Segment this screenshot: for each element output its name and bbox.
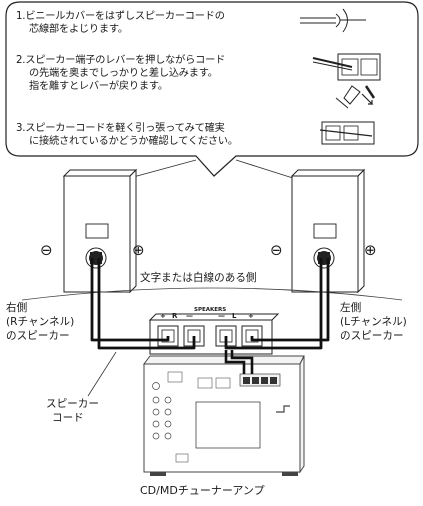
step-2-line-2: の先端を奥までしっかりと差し込みます。 bbox=[29, 68, 218, 79]
speaker-cord-left-channel bbox=[224, 258, 330, 350]
insert-wire-illustration bbox=[312, 53, 381, 109]
twisted-wire-illustration bbox=[300, 8, 366, 33]
speaker-left-cabinet bbox=[62, 168, 138, 294]
terminal-mark-r: R bbox=[172, 312, 178, 320]
right-channel-label-line-2: (Rチャンネル) bbox=[6, 316, 75, 328]
terminal-mark-plus-r: + bbox=[160, 312, 166, 320]
step-1-line-2: 芯線部をよじります。 bbox=[29, 24, 128, 35]
right-speaker-minus-icon: ⊖ bbox=[270, 241, 283, 259]
instruction-balloon bbox=[5, 1, 419, 177]
step-2-line-1: 2.スピーカー端子のレバーを押しながらコード bbox=[16, 55, 226, 66]
terminal-mark-l: L bbox=[232, 312, 237, 320]
magnified-terminal-outline bbox=[21, 287, 403, 301]
left-channel-label-line-2: (Lチャンネル) bbox=[340, 316, 407, 328]
right-channel-label-line-1: 右側 bbox=[6, 302, 28, 314]
right-speaker-plus-icon: ⊕ bbox=[364, 241, 377, 259]
left-speaker-plus-icon: ⊕ bbox=[132, 241, 145, 259]
wire-marking-note: 文字または白線のある側 bbox=[140, 272, 257, 284]
left-channel-label-line-1: 左側 bbox=[340, 302, 362, 314]
unit-caption: CD/MDチューナーアンプ bbox=[140, 484, 265, 497]
cord-label-leader bbox=[87, 351, 117, 397]
cord-to-amplifier-2 bbox=[230, 350, 254, 374]
terminal-panel-title: SPEAKERS bbox=[194, 307, 227, 313]
left-channel-label-line-3: のスピーカー bbox=[340, 330, 404, 342]
step-3-line-1: 3.スピーカーコードを軽く引っ張ってみて確実 bbox=[16, 123, 225, 134]
step-2-line-3: 指を離すとレバーが戻ります。 bbox=[29, 81, 168, 92]
cord-to-amplifier bbox=[224, 350, 246, 374]
terminal-mark-minus-r: — bbox=[186, 312, 193, 320]
right-channel-label-line-3: のスピーカー bbox=[6, 330, 70, 342]
terminal-mark-minus-l: — bbox=[218, 312, 225, 320]
speaker-right-cabinet bbox=[290, 168, 366, 294]
terminal-mark-plus-l: + bbox=[248, 312, 254, 320]
speaker-cord-right-channel bbox=[90, 258, 196, 350]
speaker-cord-label-line-1: スピーカー bbox=[46, 398, 99, 410]
step-1-line-1: 1.ビニールカバーをはずしスピーカーコードの bbox=[16, 11, 225, 22]
pull-wire-illustration bbox=[319, 121, 375, 145]
speaker-cord-label-line-2: コード bbox=[52, 412, 84, 424]
step-3-line-2: に接続されているかどうか確認してください。 bbox=[29, 136, 238, 147]
left-speaker-minus-icon: ⊖ bbox=[40, 241, 53, 259]
cd-md-tuner-amplifier bbox=[143, 355, 305, 476]
